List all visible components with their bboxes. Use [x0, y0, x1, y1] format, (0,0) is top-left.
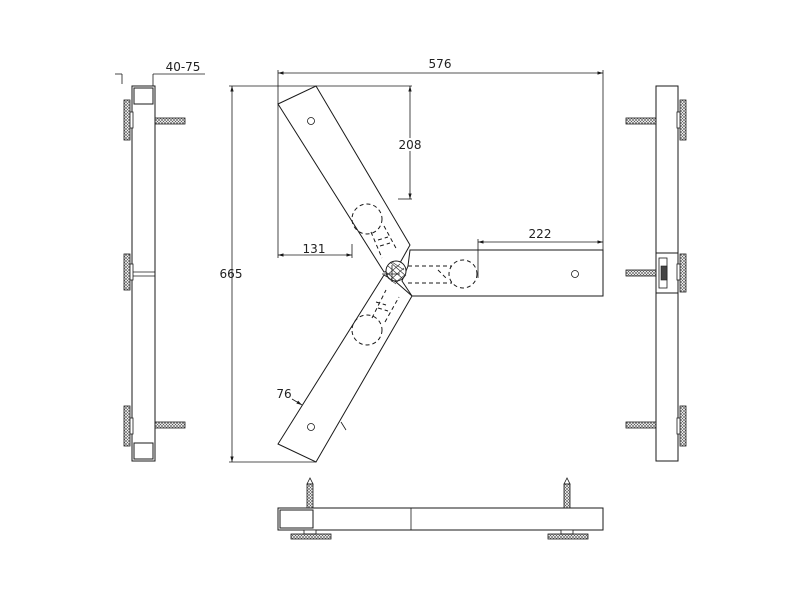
leveling-foot	[679, 405, 687, 447]
dimension-222: 222	[477, 227, 603, 278]
dim-label-131: 131	[303, 242, 326, 256]
dimension-665: 665	[220, 85, 316, 463]
left-side-view: 40-75	[115, 60, 205, 462]
plan-view: 576 665 208 131 222	[220, 57, 604, 463]
dim-label-208: 208	[399, 138, 422, 152]
dimension-76: 76	[276, 387, 303, 406]
leveling-foot	[290, 533, 332, 540]
leveling-foot	[679, 99, 687, 141]
leveling-foot	[123, 405, 131, 447]
bolt-hole-upper	[307, 117, 315, 125]
dimension-208: 208	[316, 85, 423, 200]
leveling-foot	[123, 253, 131, 291]
arm-lower-left	[277, 274, 413, 463]
threaded-bolt	[625, 421, 657, 429]
dimension-131: 131	[277, 104, 353, 258]
threaded-bolt	[625, 117, 657, 125]
bolt-hole-lower	[307, 423, 315, 431]
hidden-bore-right	[448, 259, 478, 289]
front-view	[277, 477, 604, 540]
arm-upper-left	[277, 85, 411, 273]
leveling-foot	[679, 253, 687, 293]
dim-label-76: 76	[276, 387, 291, 401]
arm-right	[401, 249, 604, 297]
dim-label-665: 665	[220, 267, 243, 281]
leveling-foot	[123, 99, 131, 141]
threaded-bolt	[306, 483, 314, 509]
threaded-bolt	[154, 117, 186, 125]
threaded-bolt	[154, 421, 186, 429]
dim-label-40-75: 40-75	[166, 60, 201, 74]
hidden-bore-upper	[351, 203, 383, 235]
dimension-576: 576	[277, 57, 604, 250]
right-side-view	[625, 85, 687, 462]
dim-label-222: 222	[529, 227, 552, 241]
leveling-foot	[547, 533, 589, 540]
threaded-bolt	[625, 269, 657, 277]
bolt-hole-right	[571, 270, 579, 278]
center-hub	[382, 260, 407, 285]
hidden-bore-lower	[351, 314, 383, 346]
dim-label-576: 576	[429, 57, 452, 71]
threaded-bolt	[563, 483, 571, 509]
